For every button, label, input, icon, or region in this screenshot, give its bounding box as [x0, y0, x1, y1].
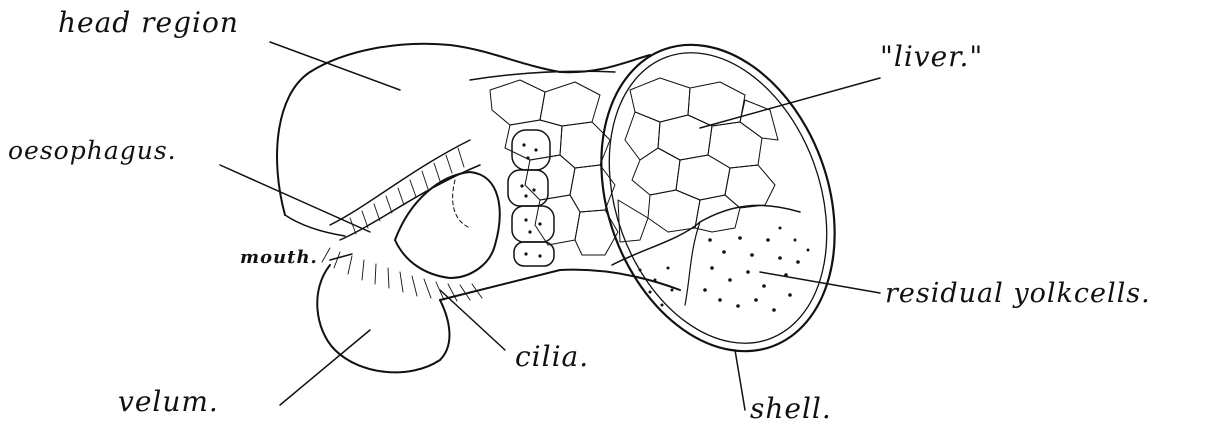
leader-velum	[280, 330, 370, 405]
leader-residual-yolk	[760, 272, 880, 293]
leader-head-region	[270, 42, 400, 90]
head-region-outline	[277, 44, 650, 215]
body-upper-edge	[470, 71, 615, 80]
label-cilia: cilia.	[515, 340, 589, 373]
leader-oesophagus	[220, 165, 370, 232]
label-velum: velum.	[118, 385, 219, 418]
shell-inner	[571, 22, 865, 374]
yolk-boundary	[612, 205, 800, 265]
label-liver: "liver."	[880, 40, 983, 73]
body-lower-edge	[440, 270, 680, 300]
liver-cells	[490, 78, 778, 255]
mouth-cavity	[395, 172, 500, 278]
leader-shell	[735, 350, 745, 410]
leader-mouth	[330, 254, 352, 260]
label-residual-yolk-cells: residual yolkcells.	[885, 278, 1151, 309]
label-head-region: head region	[58, 6, 239, 39]
inner-tube	[453, 180, 470, 228]
intestine-cells	[508, 130, 554, 266]
label-oesophagus: oesophagus.	[8, 136, 177, 165]
oesophagus-tube-upper	[330, 140, 470, 225]
oesophagus-hatching	[350, 148, 464, 234]
yolk-boundary-2	[685, 222, 700, 305]
label-mouth: mouth.	[240, 247, 318, 268]
intestine-dots	[520, 143, 541, 257]
velum-outline	[317, 265, 449, 372]
label-shell: shell.	[750, 392, 832, 425]
head-region-inner	[285, 215, 345, 236]
yolk-dots	[639, 227, 810, 312]
